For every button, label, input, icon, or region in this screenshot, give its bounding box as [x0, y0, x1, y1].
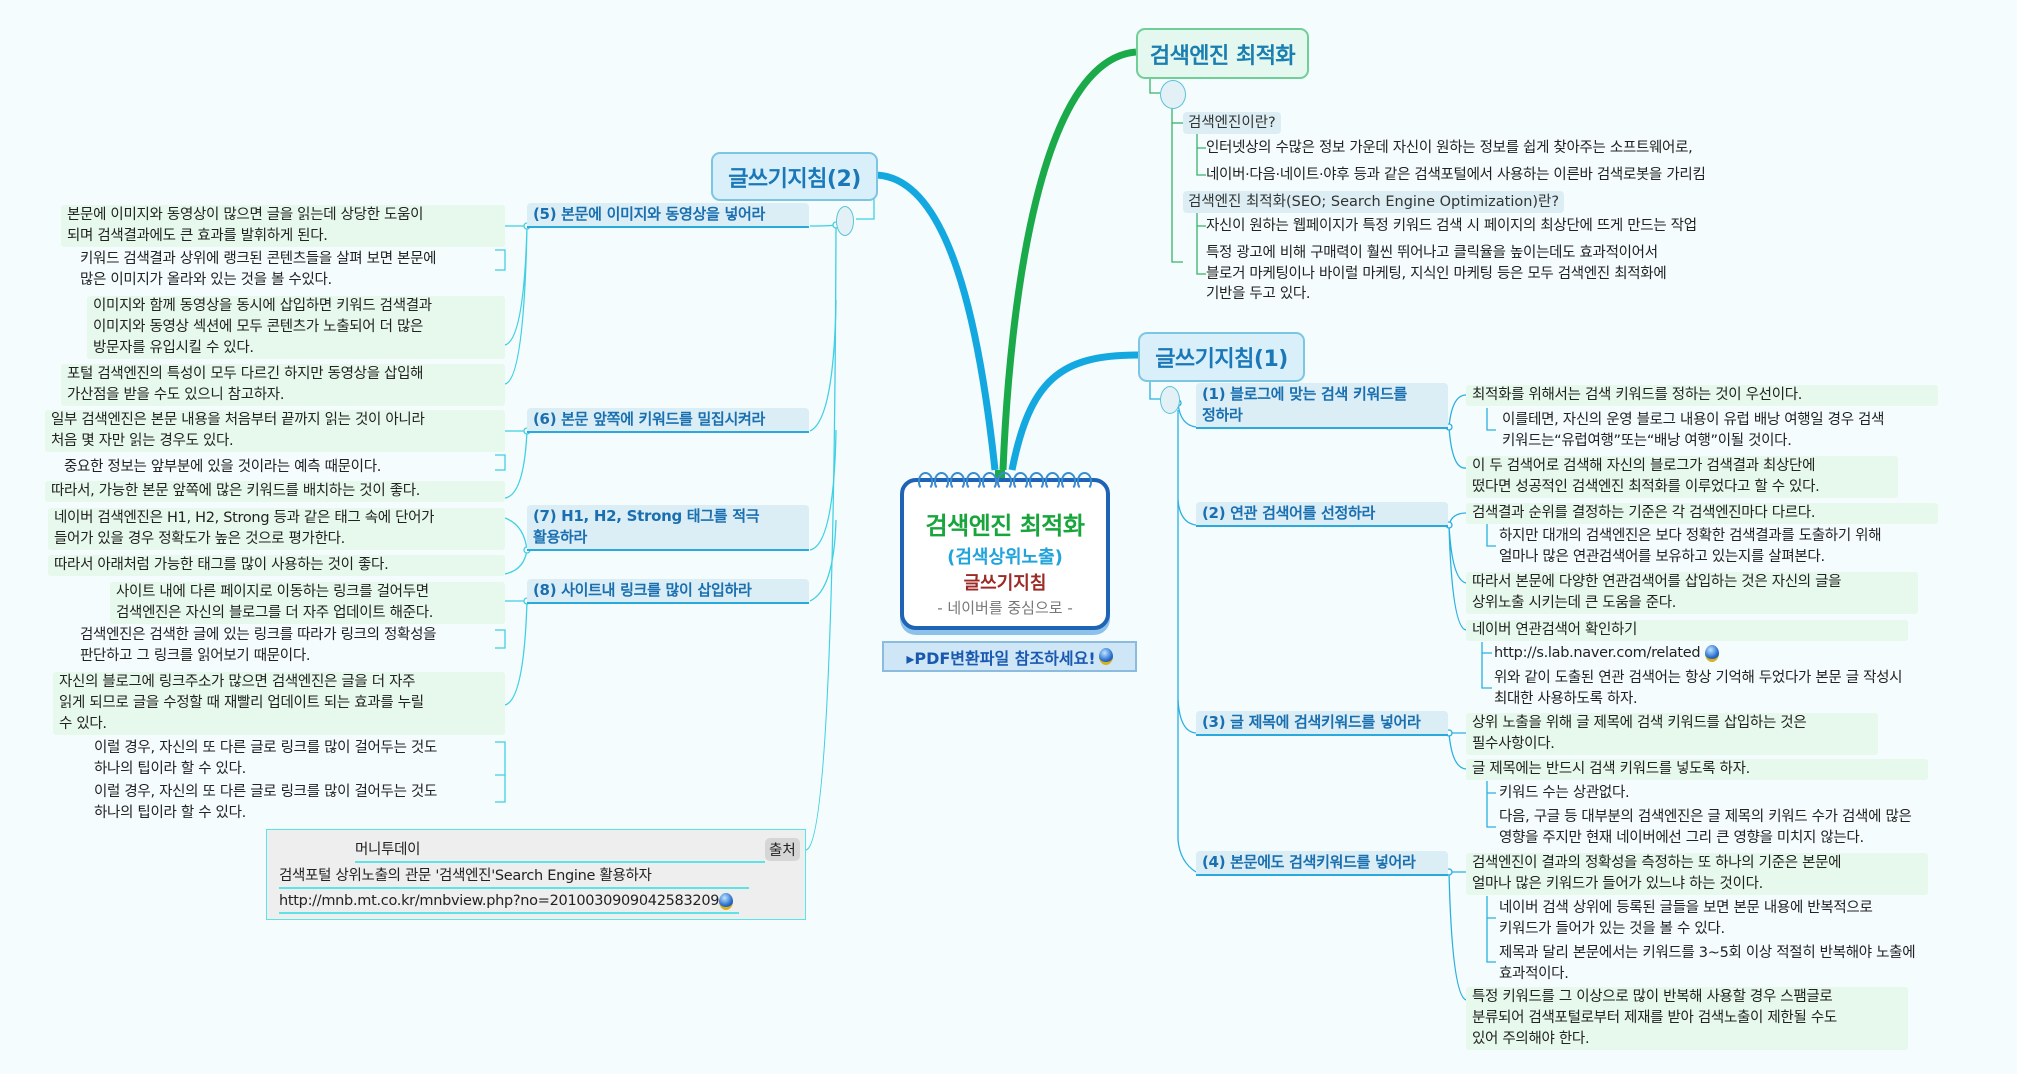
central-title: 검색엔진 최적화: [925, 512, 1085, 540]
branch-guide2: [873, 171, 999, 471]
note[interactable]: 네이버 검색 상위에 등록된 글들을 보면 본문 내용에 반복적으로 키워드가 …: [1499, 900, 1873, 937]
note[interactable]: 이럴 경우, 자신의 또 다른 글로 링크를 많이 걸어두는 것도 하나의 팁이…: [94, 784, 438, 821]
note[interactable]: 이럴 경우, 자신의 또 다른 글로 링크를 많이 걸어두는 것도 하나의 팁이…: [94, 740, 438, 777]
note[interactable]: 따라서, 가능한 본문 앞쪽에 많은 키워드를 배치하는 것이 좋다.: [45, 481, 505, 502]
note[interactable]: 사이트 내에 다른 페이지로 이동하는 링크를 걸어두면 검색엔진은 자신의 블…: [110, 582, 505, 624]
subtopic-8[interactable]: (8) 사이트내 링크를 많이 삽입하라: [527, 579, 809, 604]
collapse-circle-icon[interactable]: [1160, 80, 1186, 109]
topic-guide1[interactable]: 글쓰기지침(1): [1138, 332, 1305, 382]
topic-seo-label: 검색엔진 최적화: [1149, 43, 1296, 69]
pdf-link-button[interactable]: ▸PDF변환파일 참조하세요!: [882, 641, 1137, 672]
source-url-link[interactable]: http://mnb.mt.co.kr/mnbview.php?no=20100…: [279, 891, 739, 914]
globe-link-icon[interactable]: [1704, 644, 1719, 662]
seo-answer[interactable]: 인터넷상의 수많은 정보 가운데 자신이 원하는 정보를 쉽게 찾아주는 소프트…: [1206, 140, 1693, 156]
note[interactable]: 키워드 검색결과 상위에 랭크된 콘텐츠들을 살펴 보면 본문에 많은 이미지가…: [80, 251, 437, 288]
note[interactable]: 일부 검색엔진은 본문 내용을 처음부터 끝까지 읽는 것이 아니라 처음 몇 …: [45, 410, 505, 452]
spiral-binding-icon: [918, 472, 1092, 490]
collapse-circle-icon[interactable]: [1160, 386, 1180, 414]
note[interactable]: 최적화를 위해서는 검색 키워드를 정하는 것이 우선이다.: [1466, 385, 1938, 406]
note[interactable]: 하지만 대개의 검색엔진은 보다 정확한 검색결과를 도출하기 위해 얼마나 많…: [1499, 528, 1882, 565]
source-box: 출처 머니투데이 검색포털 상위노출의 관문 '검색엔진'Search Engi…: [266, 829, 806, 920]
note[interactable]: 이를테면, 자신의 운영 블로그 내용이 유럽 배낭 여행일 경우 검색 키워드…: [1502, 412, 1885, 449]
note[interactable]: 특정 키워드를 그 이상으로 많이 반복해 사용할 경우 스팸글로 분류되어 검…: [1466, 987, 1908, 1050]
subtopic-1[interactable]: (1) 블로그에 맞는 검색 키워드를 정하라: [1196, 383, 1448, 429]
note[interactable]: 네이버 연관검색어 확인하기: [1466, 620, 1908, 641]
central-label: 글쓰기지침: [963, 573, 1047, 594]
subtopic-6[interactable]: (6) 본문 앞쪽에 키워드를 밀집시켜라: [527, 408, 809, 433]
seo-answer[interactable]: 자신이 원하는 웹페이지가 특정 키워드 검색 시 페이지의 최상단에 뜨게 만…: [1206, 218, 1697, 234]
pdf-link-label: ▸PDF변환파일 참조하세요!: [906, 648, 1096, 668]
subtopic-2[interactable]: (2) 연관 검색어를 선정하라: [1196, 502, 1448, 527]
central-topic[interactable]: 검색엔진 최적화 (검색상위노출) 글쓰기지침 - 네이버를 중심으로 -: [900, 472, 1110, 630]
link-text[interactable]: http://s.lab.naver.com/related: [1494, 645, 1701, 661]
note[interactable]: 키워드 수는 상관없다.: [1499, 785, 1630, 801]
note[interactable]: 글 제목에는 반드시 검색 키워드를 넣도록 하자.: [1466, 759, 1928, 780]
seo-question-1[interactable]: 검색엔진이란?: [1183, 112, 1281, 134]
note[interactable]: 상위 노출을 위해 글 제목에 검색 키워드를 삽입하는 것은 필수사항이다.: [1466, 713, 1878, 755]
note[interactable]: 네이버 검색엔진은 H1, H2, Strong 등과 같은 태그 속에 단어가…: [48, 508, 505, 550]
note[interactable]: 중요한 정보는 앞부분에 있을 것이라는 예측 때문이다.: [64, 459, 382, 475]
branch-guide1: [1008, 351, 1139, 471]
seo-answer[interactable]: 네이버·다음·네이트·야후 등과 같은 검색포털에서 사용하는 이른바 검색로봇…: [1206, 167, 1706, 183]
note[interactable]: 따라서 본문에 다양한 연관검색어를 삽입하는 것은 자신의 글을 상위노출 시…: [1466, 572, 1918, 614]
note[interactable]: 이미지와 함께 동영상을 동시에 삽입하면 키워드 검색결과 이미지와 동영상 …: [87, 296, 505, 359]
globe-link-icon[interactable]: [719, 892, 734, 910]
source-article[interactable]: 검색포털 상위노출의 관문 '검색엔진'Search Engine 활용하자: [279, 866, 749, 889]
seo-answer[interactable]: 특정 광고에 비해 구매력이 훨씬 뛰어나고 클릭율을 높이는데도 효과적이어서…: [1206, 245, 1667, 302]
subtopic-5[interactable]: (5) 본문에 이미지와 동영상을 넣어라: [527, 203, 809, 228]
topic-guide2[interactable]: 글쓰기지침(2): [711, 152, 878, 201]
seo-question-2[interactable]: 검색엔진 최적화(SEO; Search Engine Optimization…: [1183, 191, 1565, 213]
note[interactable]: 다음, 구글 등 대부분의 검색엔진은 글 제목의 키워드 수가 검색에 많은 …: [1499, 809, 1912, 846]
note[interactable]: 따라서 아래처럼 가능한 태그를 많이 사용하는 것이 좋다.: [48, 555, 505, 576]
subtopic-7[interactable]: (7) H1, H2, Strong 태그를 적극 활용하라: [527, 505, 809, 551]
note[interactable]: 검색엔진이 결과의 정확성을 측정하는 또 하나의 기준은 본문에 얼마나 많은…: [1466, 853, 1928, 895]
source-badge[interactable]: 출처: [765, 838, 800, 861]
topic-guide2-label: 글쓰기지침(2): [728, 166, 861, 192]
source-publisher[interactable]: 머니투데이: [355, 840, 765, 863]
naver-related-link[interactable]: http://s.lab.naver.com/related: [1494, 643, 1719, 664]
note[interactable]: 포털 검색엔진의 특성이 모두 다르긴 하지만 동영상을 삽입해 가산점을 받을…: [61, 364, 505, 406]
note[interactable]: 본문에 이미지와 동영상이 많으면 글을 읽는데 상당한 도움이 되며 검색결과…: [61, 205, 505, 247]
note[interactable]: 자신의 블로그에 링크주소가 많으면 검색엔진은 글을 더 자주 읽게 되므로 …: [53, 672, 505, 735]
note[interactable]: 위와 같이 도출된 연관 검색어는 항상 기억해 두었다가 본문 글 작성시 최…: [1494, 670, 1903, 707]
branch-seo: [999, 48, 1137, 471]
note[interactable]: 검색결과 순위를 결정하는 기준은 각 검색엔진마다 다르다.: [1466, 503, 1938, 524]
subtopic-3[interactable]: (3) 글 제목에 검색키워드를 넣어라: [1196, 711, 1448, 736]
note[interactable]: 제목과 달리 본문에서는 키워드를 3~5회 이상 적절히 반복해야 노출에 효…: [1499, 945, 1916, 982]
source-url[interactable]: http://mnb.mt.co.kr/mnbview.php?no=20100…: [279, 893, 720, 909]
topic-guide1-label: 글쓰기지침(1): [1155, 347, 1288, 372]
note[interactable]: 이 두 검색어로 검색해 자신의 블로그가 검색결과 최상단에 떴다면 성공적인…: [1466, 456, 1898, 498]
collapse-circle-icon[interactable]: [836, 206, 854, 236]
central-note: - 네이버를 중심으로 -: [937, 599, 1073, 617]
globe-link-icon[interactable]: [1098, 648, 1113, 665]
subtopic-4[interactable]: (4) 본문에도 검색키워드를 넣어라: [1196, 851, 1448, 876]
central-subtitle: (검색상위노출): [947, 547, 1063, 568]
note[interactable]: 검색엔진은 검색한 글에 있는 링크를 따라가 링크의 정확성을 판단하고 그 …: [80, 627, 437, 664]
topic-seo[interactable]: 검색엔진 최적화: [1136, 28, 1309, 79]
